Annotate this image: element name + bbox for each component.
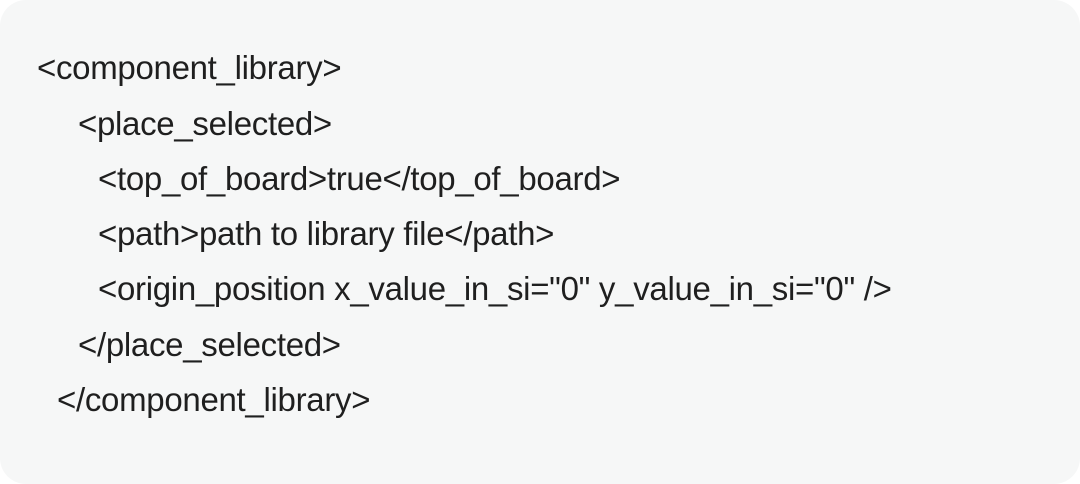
code-line-6: </place_selected> (78, 326, 341, 363)
code-line-5: <origin_position x_value_in_si="0" y_val… (98, 270, 892, 307)
code-line-1: <component_library> (37, 49, 342, 86)
code-line-7: </component_library> (57, 381, 371, 418)
code-line-3: <top_of_board>true</top_of_board> (98, 160, 621, 197)
code-line-4: <path>path to library file</path> (98, 215, 555, 252)
code-line-2: <place_selected> (78, 105, 332, 142)
